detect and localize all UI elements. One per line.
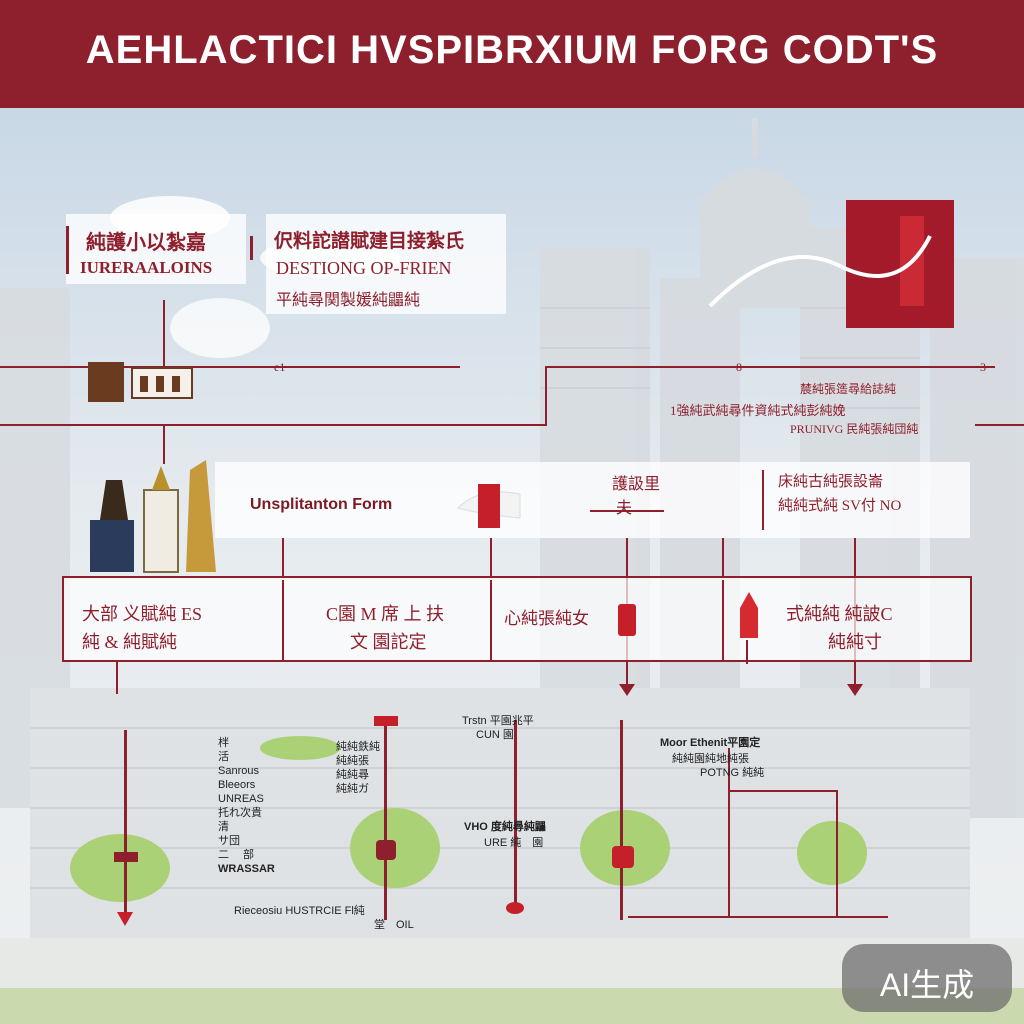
bottom-col4-line3: POTNG 純純	[700, 766, 764, 780]
stem	[384, 720, 387, 920]
stem	[836, 790, 838, 916]
timeline-right-text3: PRUNIVG 民純張純団純	[790, 420, 918, 437]
bottom-col1-line: Sanrous	[218, 764, 275, 778]
box2-line2: 文 園詑定	[350, 628, 427, 654]
bottom-col1-line: 清	[218, 820, 275, 834]
timeline-line	[975, 424, 1024, 426]
bottom-col3-top: Trstn 平園兆平	[462, 714, 534, 728]
top-left-box-line1: 純護小以紮嘉	[86, 226, 206, 255]
stem	[620, 720, 623, 920]
bottom-col3-bottom1: VHO 度純尋純鼺	[464, 820, 546, 834]
divider	[762, 470, 764, 530]
page-title: AEHLACTICI HVSPIBRXIUM FORG CODT'S	[0, 28, 1024, 73]
box3-line1: 心純張純女	[504, 604, 589, 629]
footer-text: Rieceosiu HUSTRCIE Fl純	[234, 904, 365, 918]
bottom-col2-line: 純純張	[336, 754, 380, 768]
box1-line1: 大部 义賦純 ES	[82, 600, 202, 626]
bottom-col3-sub: CUN 園	[476, 728, 514, 742]
form-label: Unsplitanton Form	[250, 496, 392, 514]
bottom-col1-line: 二 部	[218, 848, 275, 862]
box1-line2: 純 & 純賦純	[82, 628, 177, 654]
connector	[722, 538, 724, 576]
bottom-col2: 純純鉄純 純純張 純純尋 純純ガ	[336, 740, 380, 796]
arrow-down-icon	[847, 684, 863, 696]
ai-badge-label: AI生成	[842, 960, 1012, 1006]
top-left-box-line2: IURERAALOINS	[80, 258, 212, 278]
temple-icon	[84, 352, 214, 412]
bottom-col1-line: UNREAS	[218, 792, 275, 806]
top-mid-box-line3: 平純尋関製媛純鼺純	[276, 286, 420, 310]
marker-icon	[114, 852, 138, 862]
timeline-label-mid: 8	[736, 360, 742, 375]
timeline-right-text2: 1強純武純尋件資純式純彭純娩	[670, 400, 846, 419]
connector	[746, 640, 748, 664]
stem	[124, 730, 127, 920]
box-accent-bar	[250, 236, 253, 260]
bottom-col3-bottom2: URE 純 園	[484, 836, 543, 850]
bottom-col1-line: サ団	[218, 834, 275, 848]
middle-right-text2: 純純式純 SV付 NO	[778, 494, 901, 515]
red-flag-icon	[450, 478, 530, 532]
box-accent-bar	[66, 226, 69, 274]
stem	[514, 720, 517, 910]
box4-line2: 純純寸	[828, 628, 882, 654]
arrow-down-icon	[117, 912, 133, 926]
bottom-col4-line1: Moor Ethenit平園定	[660, 736, 760, 750]
bottom-col1-line: 柈	[218, 736, 275, 750]
marker-icon	[612, 846, 634, 868]
timeline-right-text1: 辳純張簉尋給誌純	[800, 380, 896, 397]
marker-icon	[374, 716, 398, 726]
footer-sub: 堂 OIL	[374, 918, 414, 932]
middle-text1: 護訯里	[612, 470, 660, 494]
connector	[490, 538, 492, 576]
timeline-line	[0, 366, 460, 368]
underline	[590, 510, 664, 512]
middle-text2: 夫	[616, 494, 632, 518]
connector	[282, 538, 284, 576]
ai-generated-badge: AI生成	[842, 944, 1012, 1012]
timeline-connector	[545, 366, 547, 426]
bottom-col1-line: 活	[218, 750, 275, 764]
timeline-label-left: e1	[274, 360, 285, 375]
box4-line1: 式純純 純詖C	[786, 600, 893, 626]
connector	[116, 662, 118, 694]
divider	[282, 580, 284, 660]
marker-icon	[376, 840, 396, 860]
bottom-col2-line: 純純ガ	[336, 782, 380, 796]
bottom-col1: 柈 活 Sanrous Bleeors UNREAS 托れ次貴 清 サ団 二 部…	[218, 736, 275, 876]
baseline	[628, 916, 888, 918]
bottom-col1-line: WRASSAR	[218, 862, 275, 876]
top-mid-box-line1: 伬料詑譛賦建目接紮氏	[274, 226, 464, 253]
bottom-col2-line: 純純尋	[336, 768, 380, 782]
arrow-down-icon	[619, 684, 635, 696]
timeline-line	[0, 424, 545, 426]
bottom-col2-line: 純純鉄純	[336, 740, 380, 754]
divider	[722, 580, 724, 660]
bottom-col1-line: 托れ次貴	[218, 806, 275, 820]
top-left-box: 純護小以紮嘉 IURERAALOINS	[66, 214, 246, 284]
red-ribbon-graphic	[700, 196, 960, 336]
red-lantern-icon	[734, 588, 764, 646]
timeline-line	[545, 366, 995, 368]
bottom-col1-line: Bleeors	[218, 778, 275, 792]
divider	[490, 580, 492, 660]
top-mid-box: 伬料詑譛賦建目接紮氏 DESTIONG OP-FRIEN 平純尋関製媛純鼺純	[266, 214, 506, 314]
top-mid-box-line2: DESTIONG OP-FRIEN	[276, 258, 452, 279]
timeline-label-right: 3	[980, 360, 986, 375]
marker-icon	[506, 902, 524, 914]
middle-right-text1: 床純古純張設崙	[778, 470, 883, 491]
box2-line1: C園 M 席 上 扶	[326, 600, 444, 626]
bottom-col4-line2: 純純園純地純張	[672, 752, 749, 766]
landmark-statues-icon	[86, 450, 226, 580]
red-lantern-icon	[612, 596, 642, 642]
connector	[728, 790, 838, 792]
